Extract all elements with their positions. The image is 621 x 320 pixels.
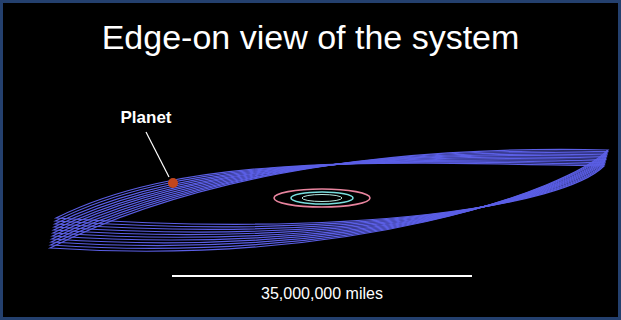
orbit-path: [52, 156, 606, 240]
orbit-path: [51, 151, 608, 248]
orbit-path: [51, 153, 607, 246]
planet: [168, 178, 178, 188]
orbit-path: [55, 161, 605, 229]
orbit-path: [56, 163, 604, 224]
planet-orbits: [50, 149, 608, 251]
orbit-path: [52, 154, 607, 243]
inner-star-orbit: [291, 192, 353, 204]
orbit-path: [54, 160, 605, 232]
planet-label: Planet: [120, 108, 171, 128]
outer-star-orbit: [274, 189, 370, 207]
star-pair: [302, 195, 342, 202]
scale-label: 35,000,000 miles: [261, 285, 383, 303]
scale-bar: [172, 275, 472, 277]
title: Edge-on view of the system: [0, 18, 621, 57]
orbit-path: [54, 158, 606, 234]
orbit-path: [55, 162, 604, 226]
orbit-path: [50, 149, 608, 251]
orbit-path: [53, 157, 606, 237]
leader-line: [146, 132, 169, 177]
